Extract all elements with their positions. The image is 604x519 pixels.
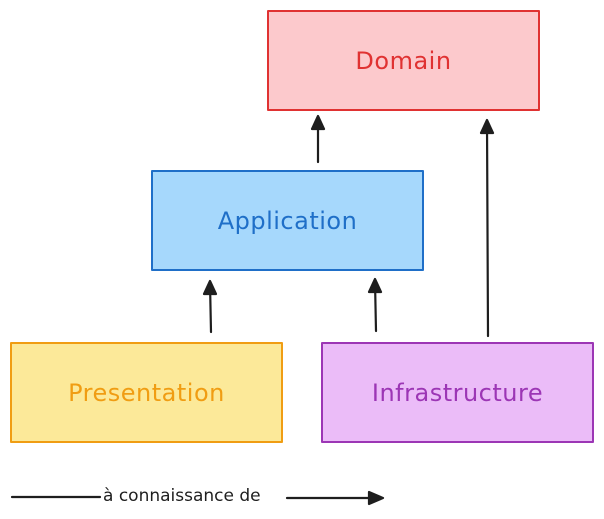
domain-label: Domain [355, 46, 452, 75]
domain-box: Domain [267, 10, 540, 111]
legend-label: à connaissance de [103, 486, 261, 506]
infrastructure-box: Infrastructure [321, 342, 594, 443]
infrastructure-label: Infrastructure [371, 378, 544, 407]
arrow-presentation-to-application [202, 279, 218, 334]
presentation-label: Presentation [68, 378, 225, 407]
presentation-box: Presentation [10, 342, 283, 443]
legend-arrow [10, 490, 385, 506]
arrow-infrastructure-to-domain [479, 118, 495, 338]
application-label: Application [217, 206, 358, 235]
application-box: Application [151, 170, 424, 271]
arrow-infrastructure-to-application [367, 277, 383, 333]
arrow-application-to-domain [310, 114, 326, 164]
